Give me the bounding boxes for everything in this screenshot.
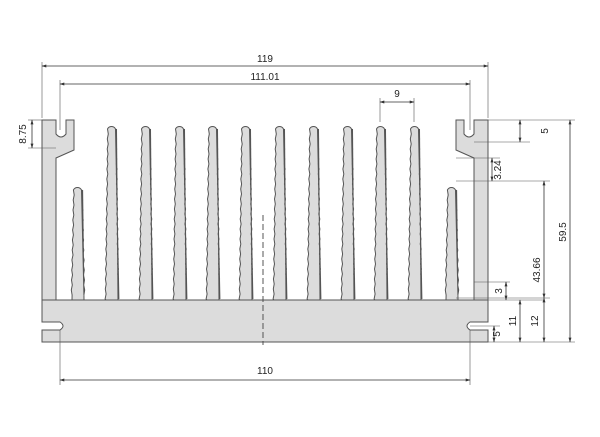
dimension-overall-width: 119 — [41, 54, 489, 118]
fin-group — [70, 126, 460, 301]
inner-slot-width-label: 111.01 — [250, 72, 280, 83]
base-plate — [41, 299, 489, 343]
fin-7 — [306, 126, 322, 301]
base-thickness-12-label: 12 — [530, 315, 541, 327]
short-fin-1 — [70, 186, 86, 301]
fin-2 — [138, 126, 154, 301]
right-wall — [455, 119, 489, 301]
fin-3 — [172, 126, 188, 301]
fin-10 — [407, 126, 423, 301]
dimension-fin-pitch: 9 — [379, 89, 415, 122]
base-width-label: 110 — [257, 366, 273, 377]
total-height-label: 59.5 — [558, 222, 569, 242]
dimension-bottom-slot: 5 — [470, 325, 503, 343]
dimension-base-width: 110 — [59, 330, 471, 385]
fin-9 — [373, 126, 389, 301]
overall-width-label: 119 — [257, 54, 273, 65]
dimension-fin-height: 43.66 — [456, 180, 550, 299]
dimension-slot-depth-left: 8.75 — [18, 119, 56, 149]
fin-4 — [205, 126, 221, 301]
slot-offset-right-label: 5 — [540, 128, 551, 134]
fin-5 — [238, 126, 254, 301]
fin-height-label: 43.66 — [532, 257, 543, 282]
fin-6 — [272, 126, 288, 301]
dimension-base-thickness-12: 12 — [530, 297, 546, 343]
dimension-total-height: 59.5 — [488, 119, 575, 343]
dimension-fin-root-clearance: 3 — [474, 281, 510, 301]
short-fin-2 — [444, 186, 460, 301]
dimension-inner-slot-width: 111.01 — [59, 72, 471, 130]
fin-8 — [340, 126, 356, 301]
fin-gap-top-label: 3.24 — [493, 160, 504, 180]
dimension-fin-gap-top: 3.24 — [456, 157, 550, 182]
base-thickness-11-label: 11 — [508, 315, 519, 326]
slot-depth-left-label: 8.75 — [18, 124, 29, 144]
fin-pitch-label: 9 — [394, 89, 400, 100]
bottom-slot-label: 5 — [492, 331, 503, 337]
dimension-slot-offset-right: 5 — [474, 119, 575, 143]
dimension-base-thickness-11: 11 — [488, 299, 545, 343]
heatsink-profile — [41, 119, 489, 343]
left-wall — [41, 119, 75, 301]
fin-1 — [104, 126, 120, 301]
fin-root-clearance-label: 3 — [494, 288, 505, 294]
